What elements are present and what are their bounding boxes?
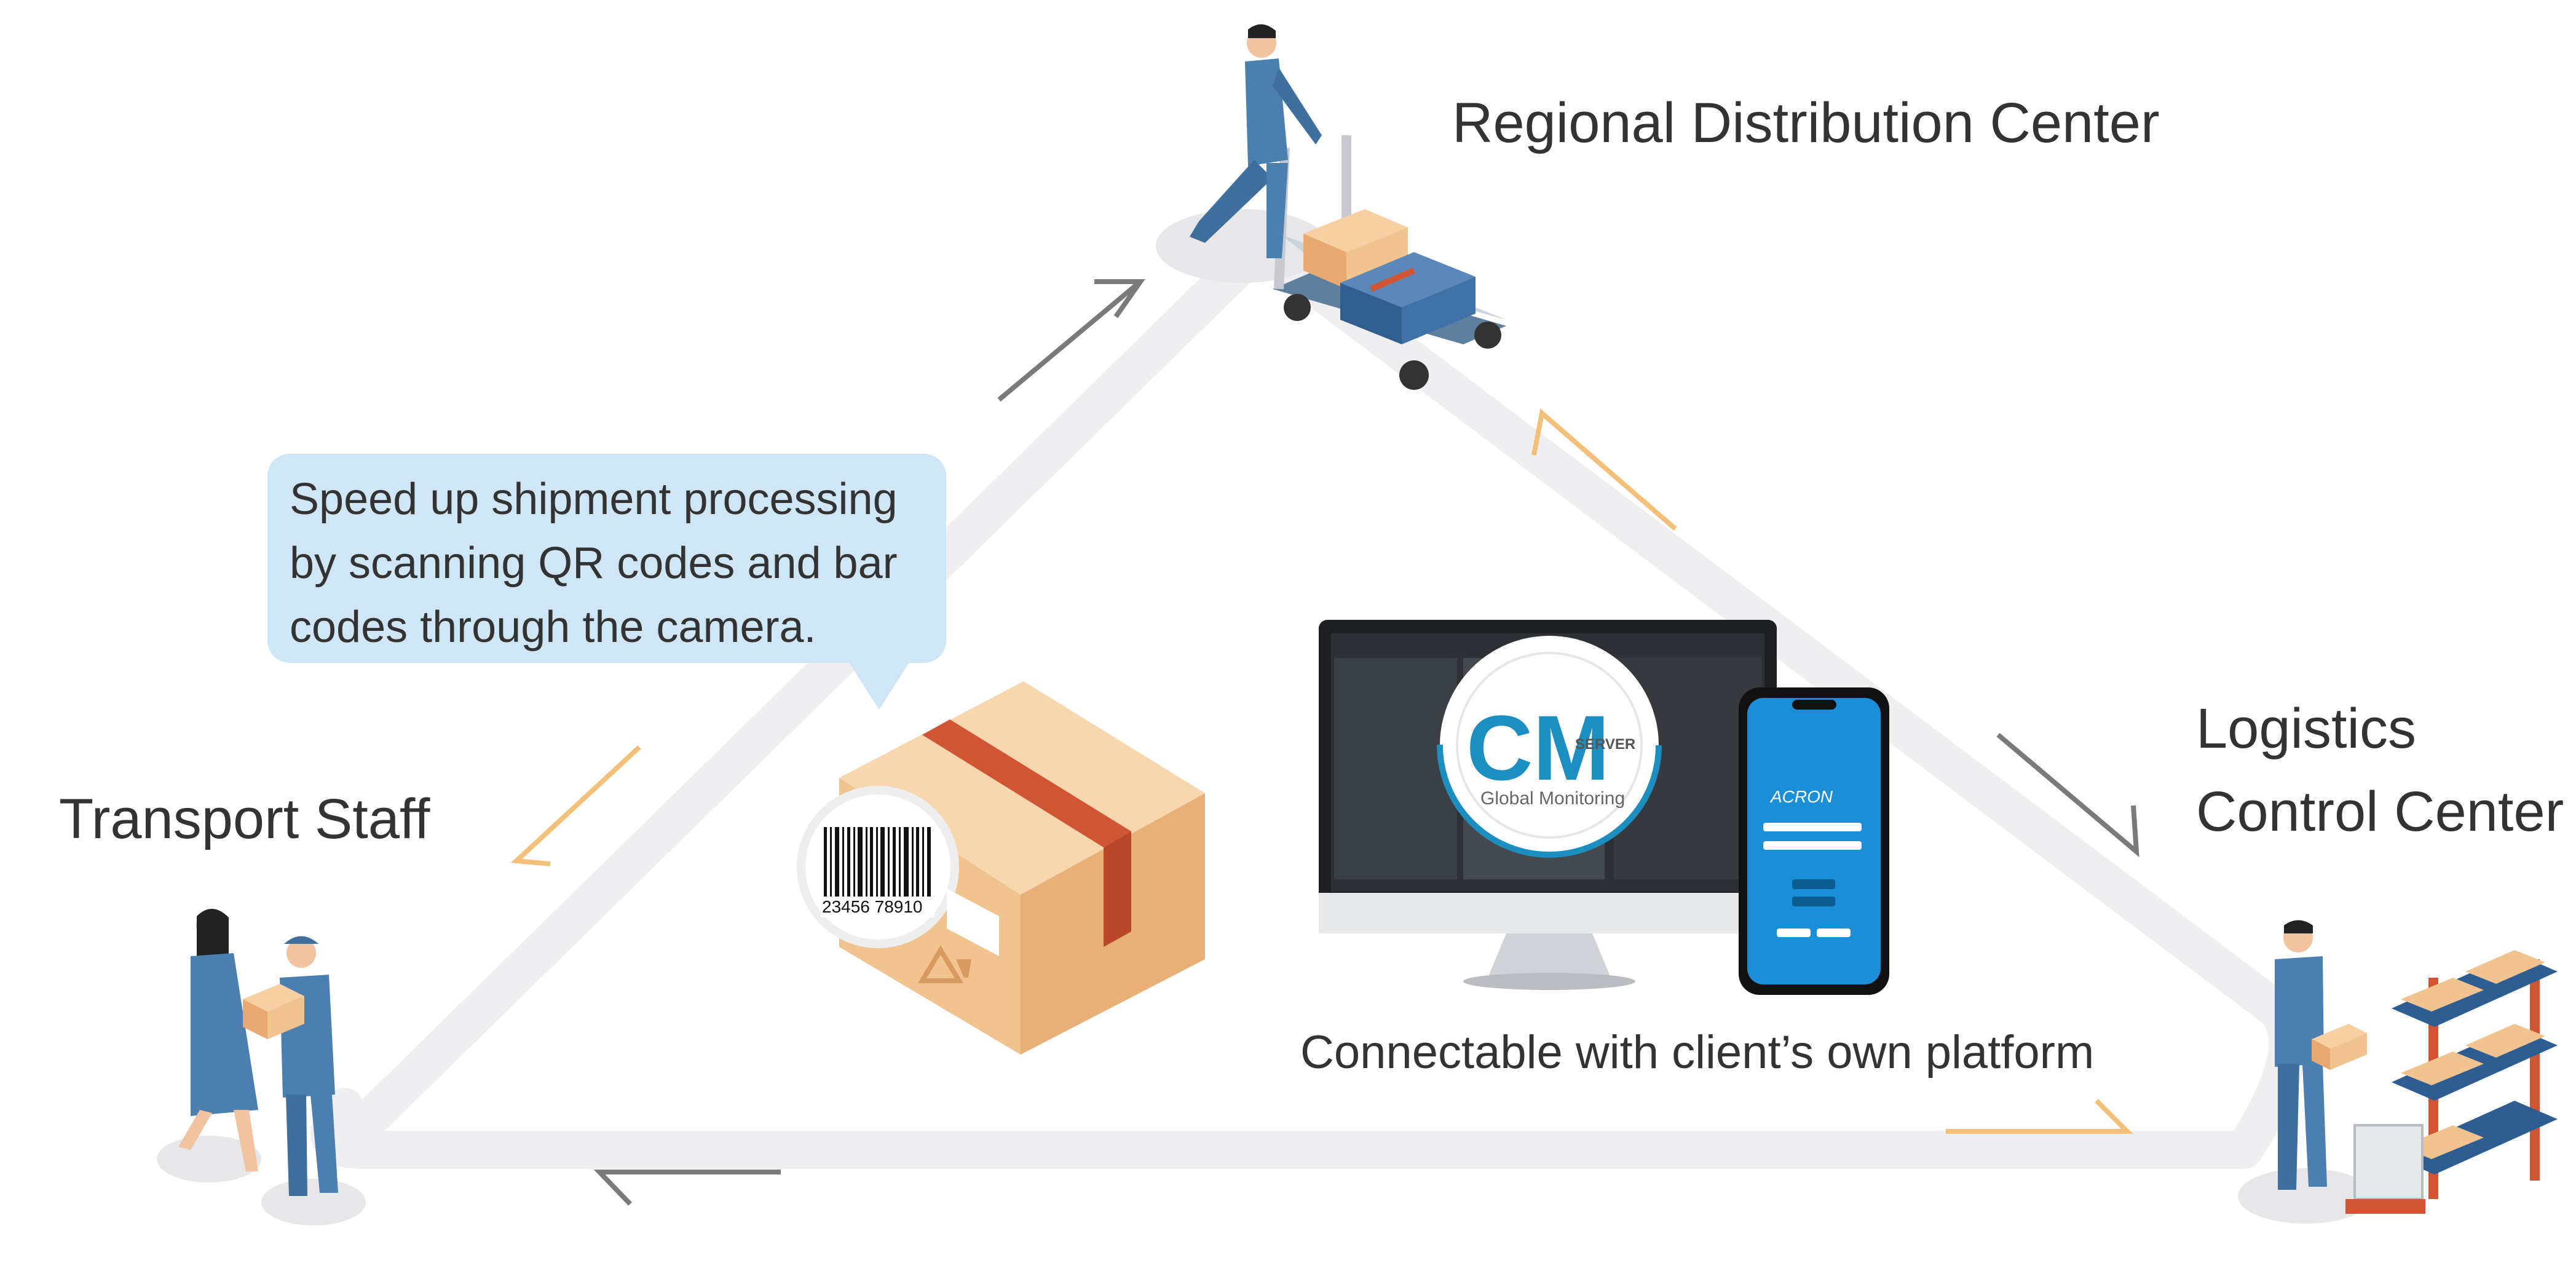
node-label-logistics-control-center: Logistics Control Center	[2196, 687, 2564, 853]
parcel-box-illustration: 23456 78910	[797, 681, 1205, 1055]
scan-callout-line: Speed up shipment processing	[290, 475, 898, 524]
flow-arrow-right-edge-orange	[1531, 408, 1677, 531]
node-label-transport-staff: Transport Staff	[59, 788, 430, 850]
flow-arrow-left-edge-orange	[510, 745, 641, 866]
monitor-illustration: CM SERVER Global Monitoring	[1319, 620, 1777, 990]
barcode-number: 23456 78910	[822, 897, 923, 916]
scan-callout-line: codes through the camera.	[290, 603, 816, 652]
smartphone-illustration: ACRON	[1739, 687, 1889, 995]
server-logo-letters: CM	[1466, 696, 1610, 799]
worker-with-trolley-illustration	[1156, 24, 1506, 390]
node-label-line: Logistics	[2196, 697, 2416, 760]
callout-tail	[848, 662, 910, 710]
phone-brand: ACRON	[1769, 787, 1833, 806]
node-label-line: Control Center	[2196, 780, 2564, 843]
hazard-icon	[917, 945, 964, 983]
fragile-icon	[956, 959, 971, 978]
server-logo-tag: SERVER	[1575, 736, 1635, 753]
cycle-track	[310, 227, 2307, 1169]
server-logo-subtitle: Global Monitoring	[1480, 788, 1625, 809]
small-barcode-label	[947, 889, 999, 956]
scan-callout-line: by scanning QR codes and bar	[290, 539, 898, 588]
warehouse-worker-shelf-illustration	[2238, 920, 2558, 1224]
transport-staff-illustration	[157, 908, 366, 1225]
flow-arrow-bottom-gray	[593, 1170, 781, 1206]
node-label-regional-distribution-center: Regional Distribution Center	[1452, 92, 2160, 154]
barcode-magnifier: 23456 78910	[797, 786, 959, 948]
flow-arrow-bottom-orange	[1946, 1099, 2133, 1134]
platform-caption: Connectable with client’s own platform	[1300, 1026, 2095, 1079]
flow-arrow-right-edge-gray	[1996, 732, 2139, 858]
scan-callout-text: Speed up shipment processing by scanning…	[290, 467, 928, 659]
barcode-bars	[824, 827, 931, 901]
scan-callout-bubble: Speed up shipment processing by scanning…	[267, 454, 946, 663]
flow-arrow-left-edge-gray	[997, 279, 1145, 402]
